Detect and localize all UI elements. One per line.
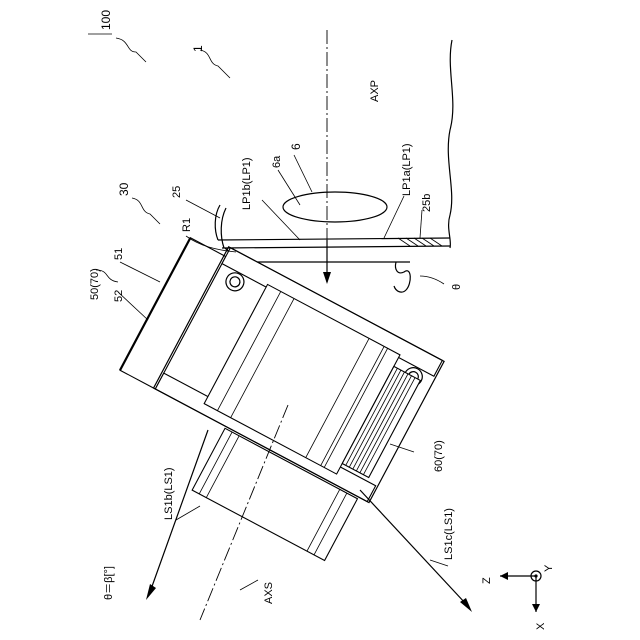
label-ls1c: LS1c(LS1) [443,508,455,560]
ls1b-arrowhead [146,584,156,600]
label-axis-z: Z [481,577,493,584]
label-ref-r1: R1 [181,218,193,232]
label-ref-52: 52 [113,290,125,302]
label-ref-100: 100 [99,10,113,30]
label-axp: AXP [369,80,381,102]
camera-unit [86,229,444,566]
vehicle-body [215,40,453,262]
label-ref-25b: 25b [421,194,433,212]
label-lp1b: LP1b(LP1) [241,157,253,210]
axs-leader [240,580,258,590]
label-ref-1: 1 [191,45,205,52]
label-ref-60: 60(70) [433,440,445,472]
label-ref-51: 51 [113,248,125,260]
label-axs: AXS [263,582,275,604]
label-axis-y: Y [543,564,555,572]
ls1b-ray [150,430,208,592]
label-axis-x: X [535,622,547,630]
label-ls1b: LS1b(LS1) [163,467,175,520]
label-theta-equals-beta: θ＝β[°] [103,566,115,600]
label-ref-6: 6 [289,143,303,150]
label-ref-50: 50(70) [89,268,101,300]
label-ref-30: 30 [117,182,131,196]
label-theta: θ [451,284,463,290]
coordinate-axes [500,571,541,612]
label-ref-6a: 6a [271,155,283,168]
label-lp1a: LP1a(LP1) [401,143,413,196]
label-ref-25: 25 [171,186,183,198]
axp-arrowhead [323,272,331,284]
bracket [394,262,410,292]
lens-6-ellipse [283,192,387,222]
